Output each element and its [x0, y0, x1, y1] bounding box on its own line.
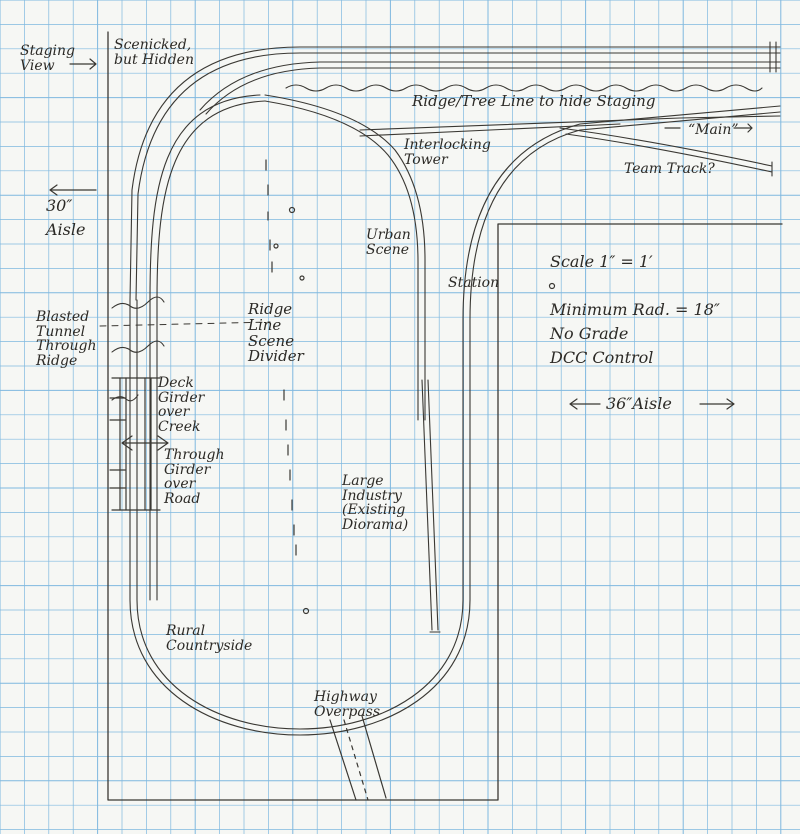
- benchwork-outline: [107, 31, 783, 801]
- tunnel-line: [99, 321, 271, 327]
- label-deck-girder: Deck Girder over Creek: [158, 375, 205, 436]
- label-aisle-30-value: 30″: [46, 196, 73, 215]
- girder-bridges: [109, 377, 169, 511]
- label-large-industry: Large Industry (Existing Diorama): [342, 473, 409, 534]
- label-highway-overpass: Highway Overpass: [314, 689, 381, 720]
- inner-loop-track: [149, 94, 781, 601]
- label-team-track: Team Track?: [624, 161, 715, 177]
- label-aisle-36: 36″Aisle: [606, 394, 672, 413]
- label-ridge-tree-line: Ridge/Tree Line to hide Staging: [412, 92, 656, 110]
- ridge-tree-line: [285, 84, 763, 92]
- label-blasted-tunnel: Blasted Tunnel Through Ridge: [36, 309, 97, 370]
- label-interlocking-tower: Interlocking Tower: [404, 137, 491, 168]
- team-track-spur: [559, 127, 773, 177]
- label-scenicked-hidden: Scenicked, but Hidden: [114, 37, 194, 68]
- label-urban-scene: Urban Scene: [366, 227, 411, 258]
- label-station: Station: [448, 275, 500, 291]
- industry-spur: [421, 379, 441, 633]
- label-dcc-control: DCC Control: [550, 348, 654, 367]
- main-loop-track: [129, 105, 781, 736]
- ridge-divider-dashes: [265, 159, 556, 615]
- staging-tracks: [129, 41, 781, 301]
- label-aisle-30-word: Aisle: [46, 220, 86, 239]
- label-rural-countryside: Rural Countryside: [166, 623, 253, 654]
- annotation-arrows: [49, 58, 753, 410]
- label-staging-view: Staging View: [20, 43, 75, 74]
- label-main: “Main”: [688, 122, 739, 138]
- highway-overpass: [329, 715, 387, 801]
- label-scale: Scale 1″ = 1′: [550, 252, 653, 271]
- label-through-girder: Through Girder over Road: [164, 447, 225, 508]
- label-ridge-line-divider: Ridge Line Scene Divider: [248, 300, 304, 366]
- label-no-grade: No Grade: [550, 324, 629, 343]
- label-minimum-radius: Minimum Rad. = 18″: [550, 300, 720, 319]
